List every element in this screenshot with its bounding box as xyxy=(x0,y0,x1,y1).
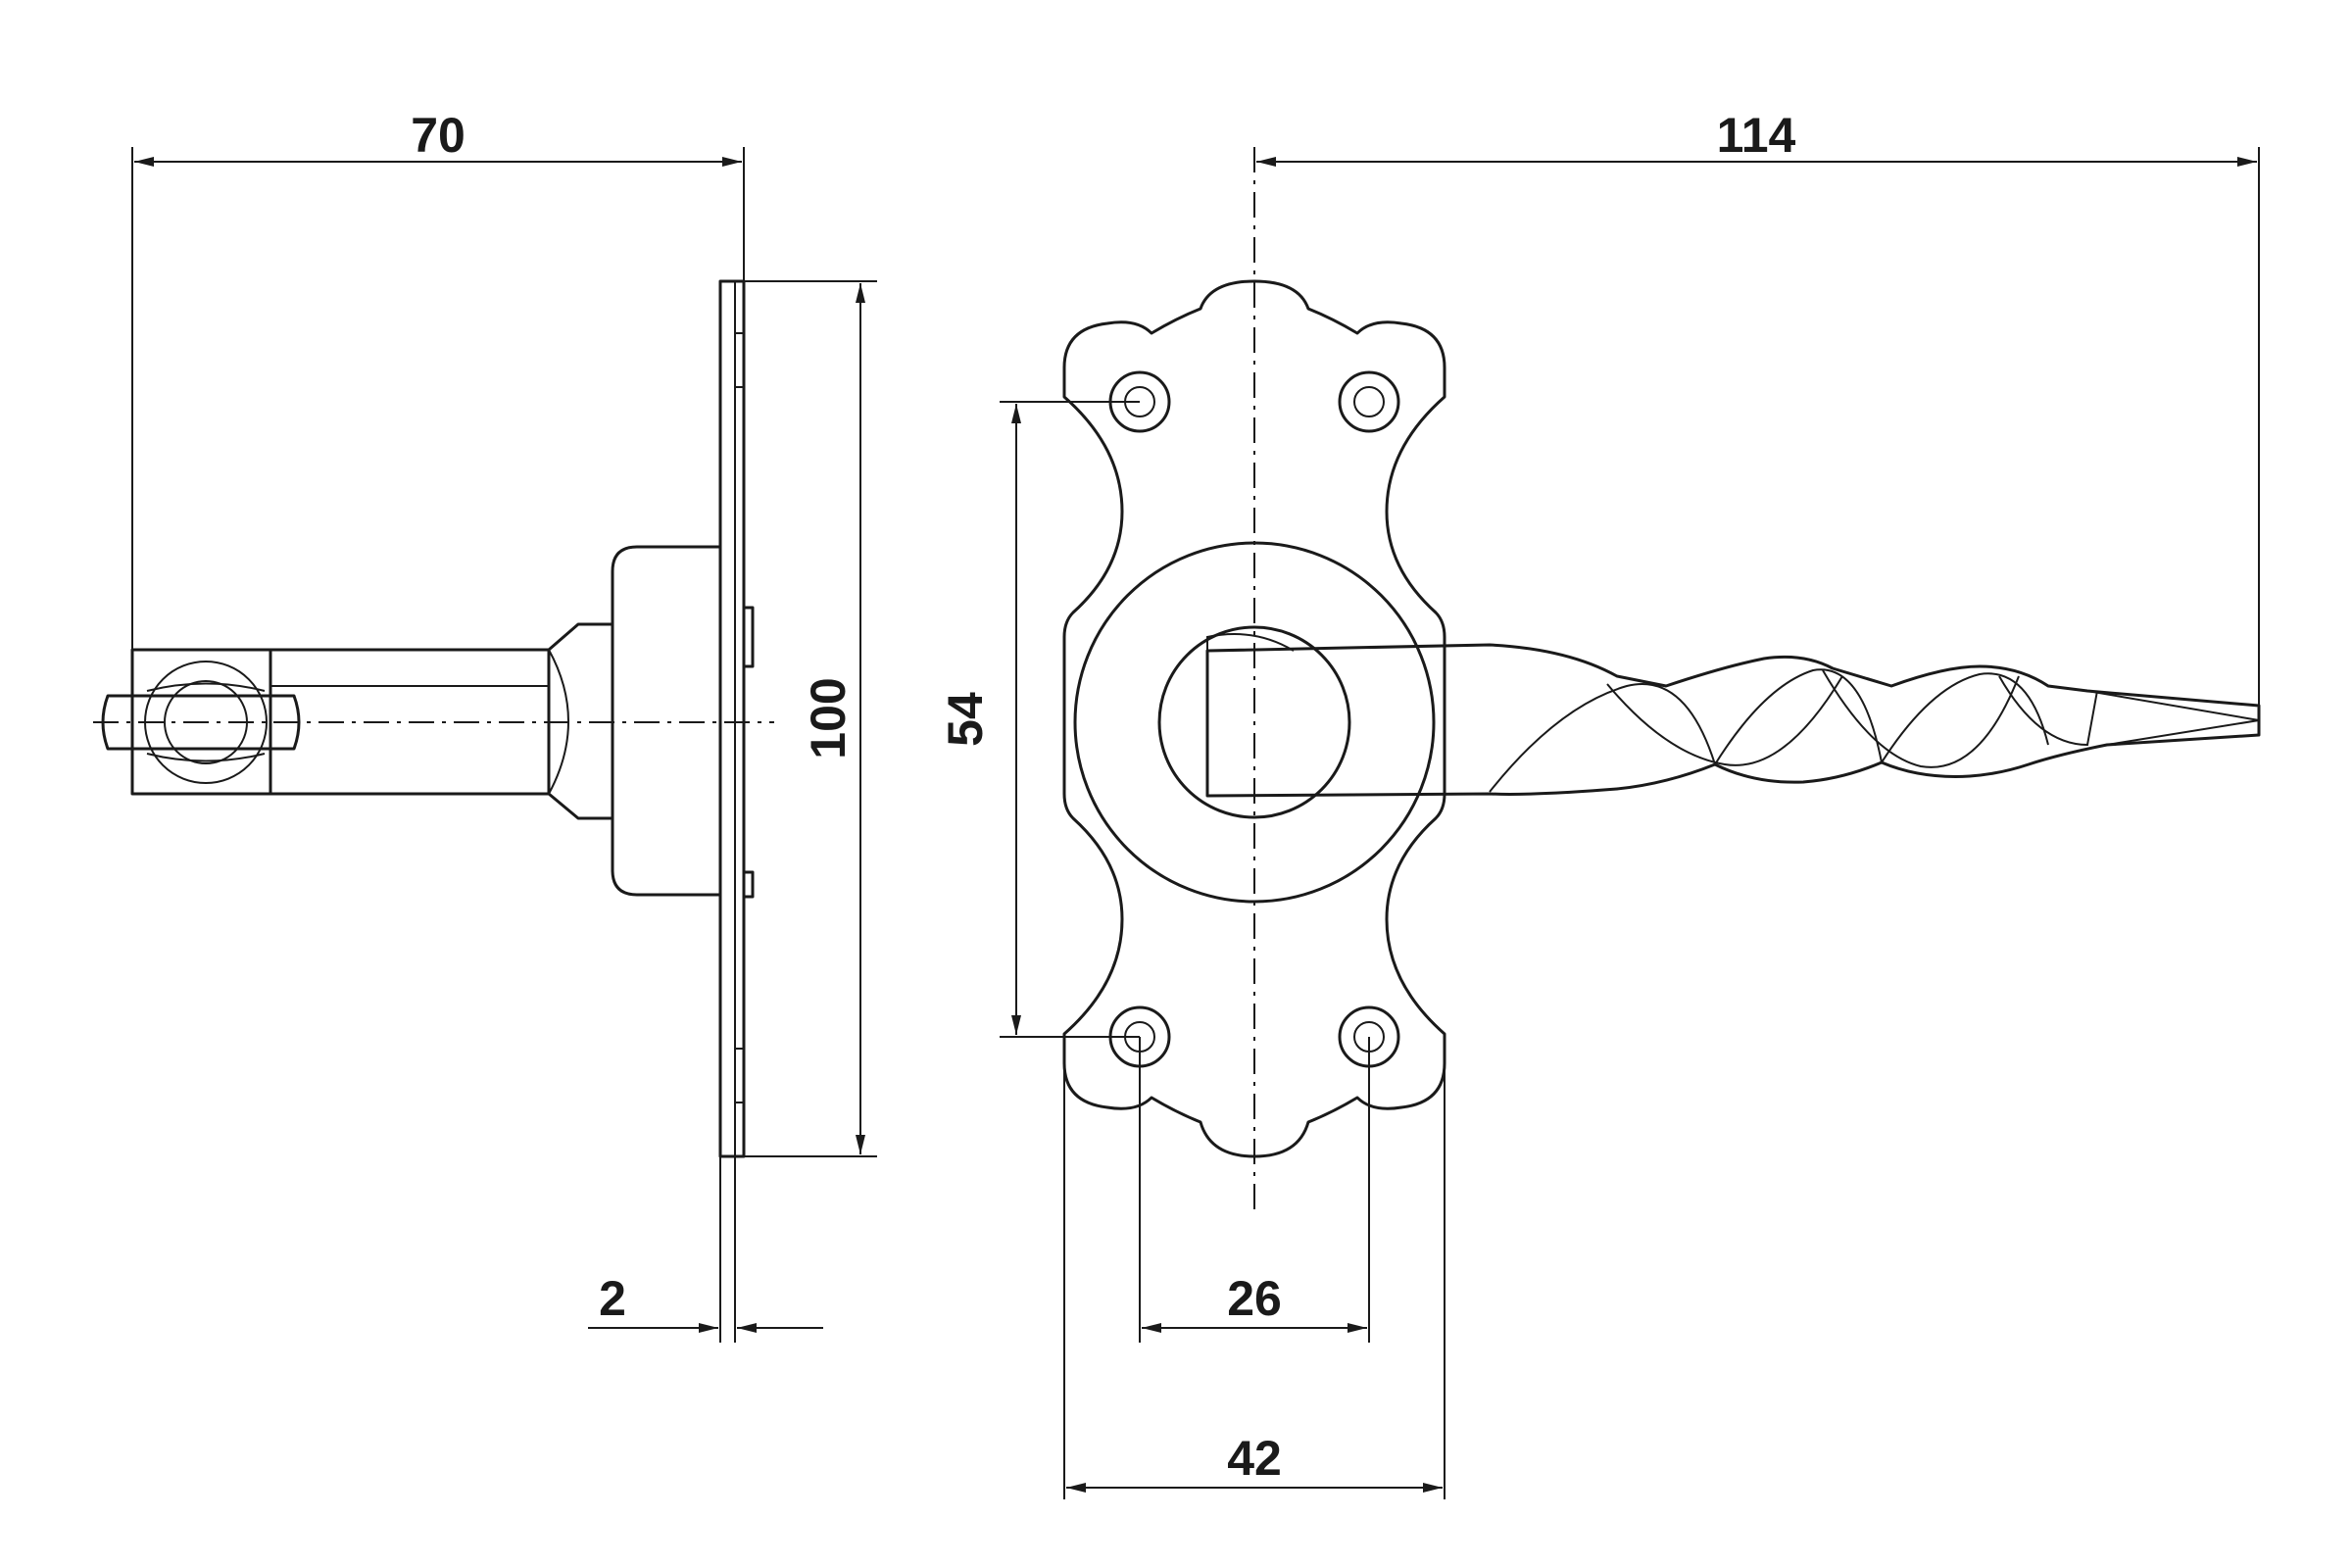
dim-label-2: 2 xyxy=(599,1271,626,1326)
side-rosette xyxy=(611,545,722,897)
side-backplate xyxy=(718,279,746,1158)
screw-hole-top-right xyxy=(1338,370,1400,433)
dim-label-100: 100 xyxy=(801,677,856,759)
front-rosette-inner xyxy=(1157,625,1351,819)
dim-label-42: 42 xyxy=(1227,1431,1282,1486)
dim-label-26: 26 xyxy=(1227,1271,1282,1326)
dimension-26: 26 xyxy=(1139,1037,1370,1343)
dimension-54: 54 xyxy=(938,401,1140,1038)
side-view xyxy=(93,279,774,1158)
dimension-42: 42 xyxy=(1063,1063,1446,1499)
dimension-100: 100 xyxy=(744,280,877,1157)
twisted-lever-handle xyxy=(1205,633,2261,798)
dimension-2: 2 xyxy=(588,1156,823,1343)
dimension-70: 70 xyxy=(131,108,745,650)
dim-label-70: 70 xyxy=(411,108,466,163)
front-view xyxy=(1062,147,2261,1215)
dimension-114: 114 xyxy=(1256,108,2260,706)
dim-label-114: 114 xyxy=(1717,108,1796,163)
dim-label-54: 54 xyxy=(938,692,993,747)
side-end-boss xyxy=(130,648,272,796)
front-backplate xyxy=(1062,279,1446,1158)
